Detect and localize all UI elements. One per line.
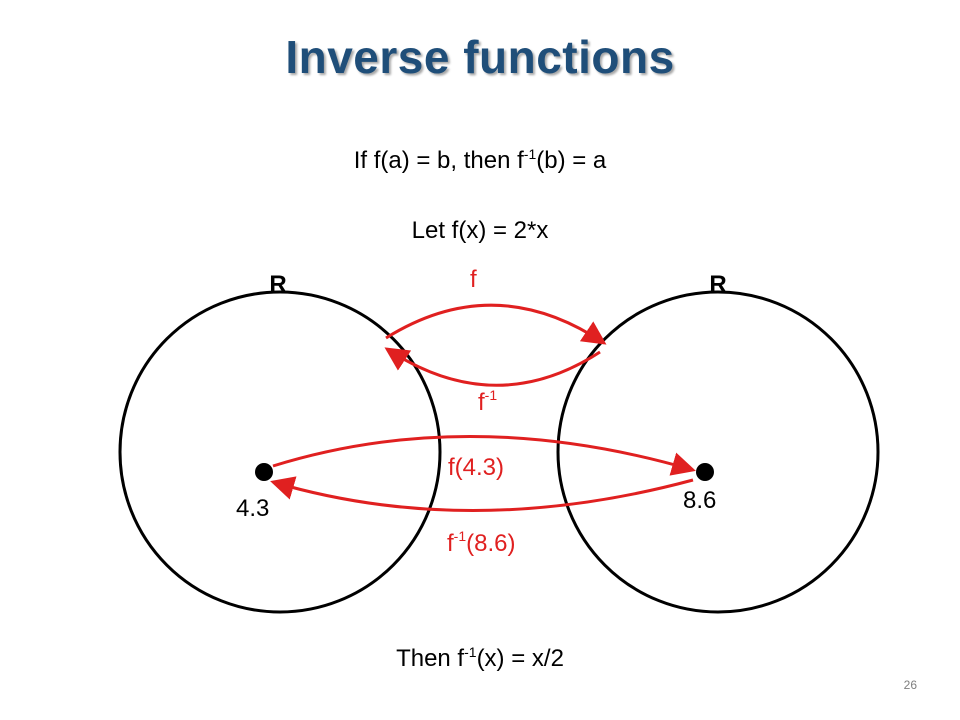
- f-arrow: [385, 303, 607, 345]
- left-set-label: R: [269, 271, 286, 298]
- conclusion-post: (x) = x/2: [476, 645, 564, 672]
- page-number: 26: [903, 678, 917, 692]
- inverse-result: Then f-1(x) = x/2: [0, 644, 960, 673]
- point-left: [255, 463, 273, 481]
- conclusion-sup: -1: [464, 644, 477, 660]
- finv-of-point-post: (8.6): [466, 530, 515, 557]
- finv-of-point-sup: -1: [454, 528, 467, 544]
- point-right-label: 8.6: [683, 487, 716, 514]
- function-definition: Let f(x) = 2*x: [411, 217, 549, 244]
- f-of-point-arrow: [272, 434, 696, 476]
- finv-of-point-label: f-1(8.6): [447, 528, 515, 557]
- finv-arrow: [384, 347, 601, 387]
- left-set-circle: [118, 290, 442, 614]
- statement-post: (b) = a: [536, 147, 607, 174]
- statement-sup: -1: [523, 146, 537, 162]
- finv-label-sup: -1: [485, 387, 498, 403]
- slide-title: Inverse functions: [285, 31, 675, 83]
- f-label: f: [470, 266, 477, 293]
- point-right: [696, 463, 714, 481]
- finv-of-point-base: f: [447, 530, 454, 557]
- inverse-definition-statement: If f(a) = b, then f-1(b) = a: [0, 146, 960, 175]
- right-set-label: R: [709, 271, 726, 298]
- right-set-circle: [556, 290, 880, 614]
- finv-of-point-arrow: [270, 476, 694, 512]
- finv-label: f-1: [478, 387, 497, 416]
- point-left-label: 4.3: [236, 495, 269, 522]
- conclusion-pre: Then f: [396, 645, 465, 672]
- f-of-point-label: f(4.3): [448, 454, 504, 481]
- statement-pre: If f(a) = b, then f: [353, 147, 524, 174]
- finv-label-base: f: [478, 389, 485, 416]
